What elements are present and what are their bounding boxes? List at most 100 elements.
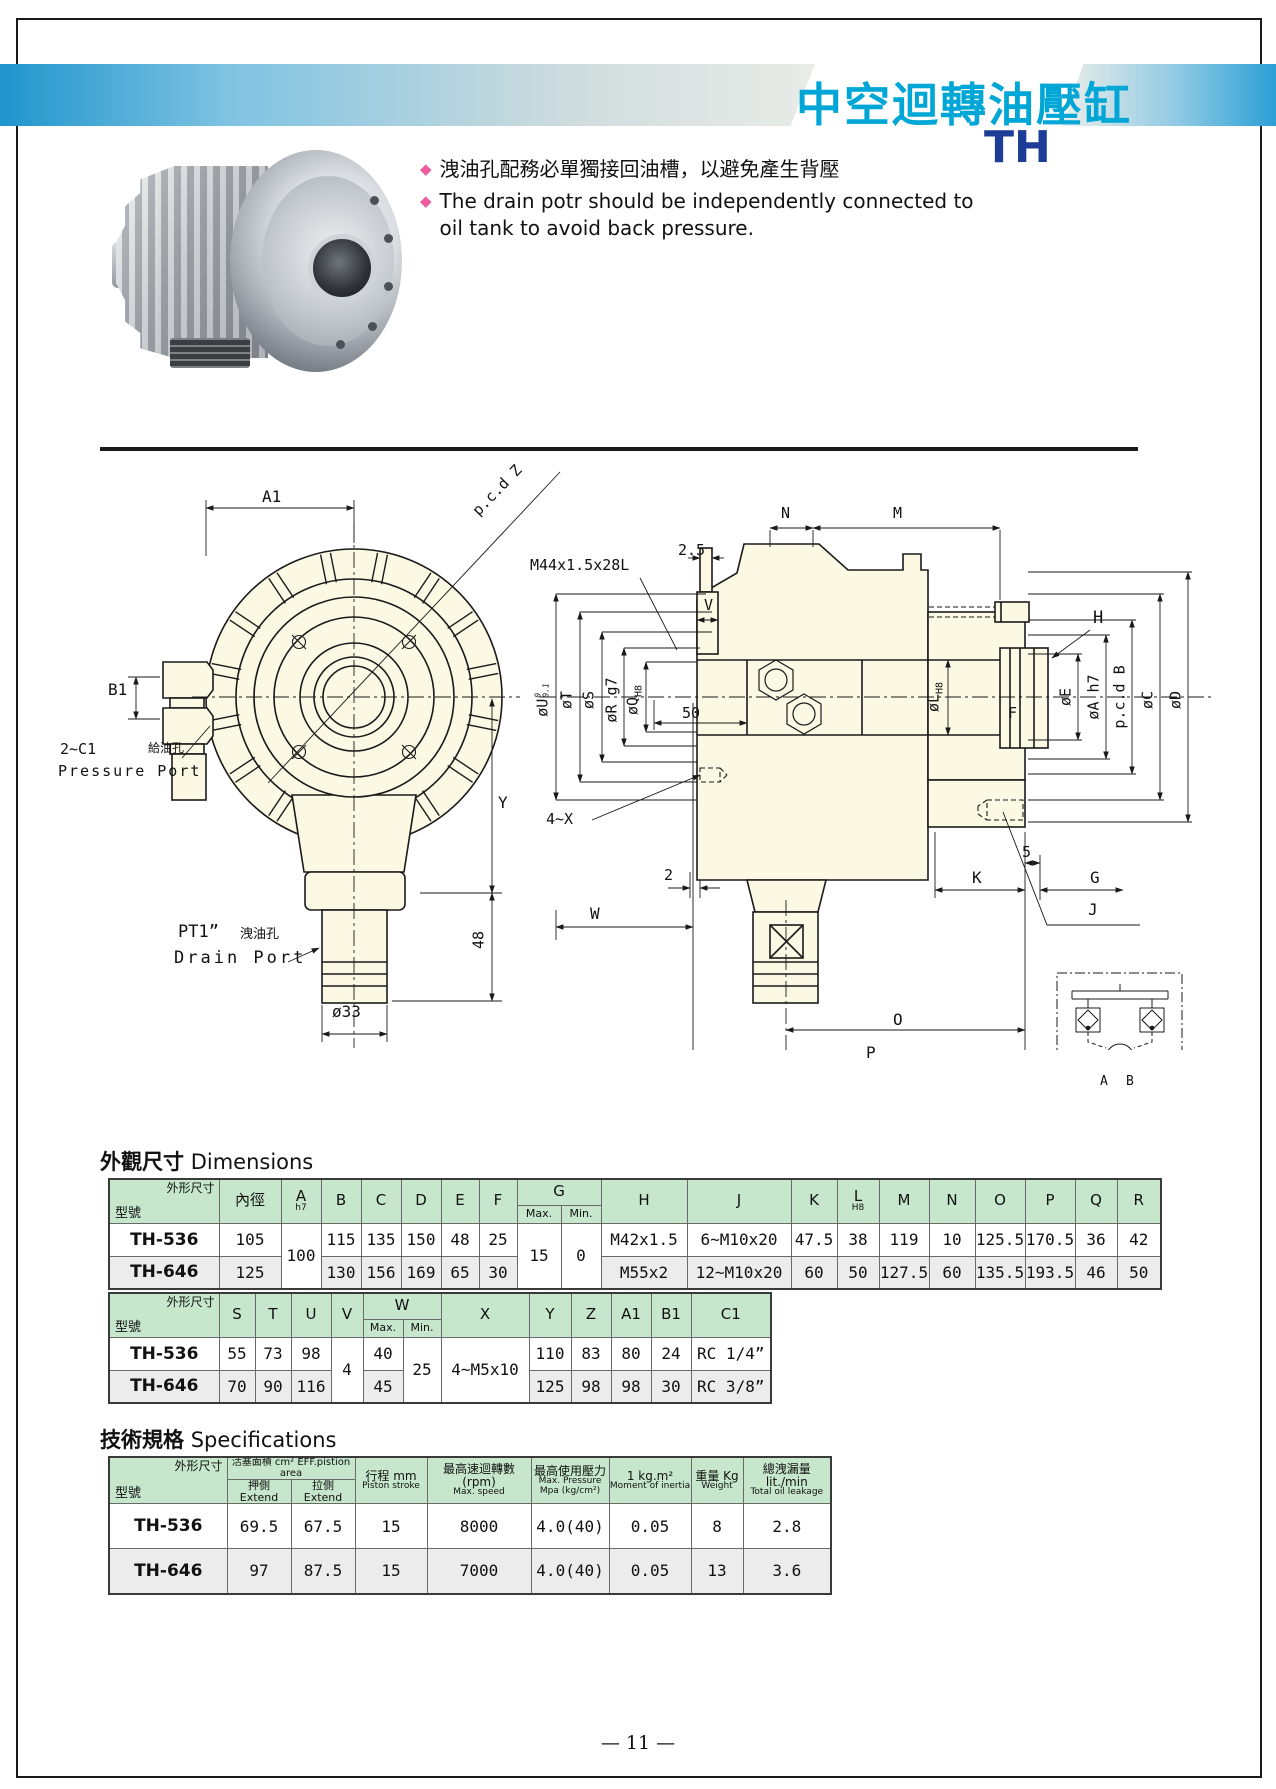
- dim-label-dia-s: øS: [579, 690, 598, 710]
- note-en: ◆ The drain potr should be independently…: [420, 188, 1000, 242]
- dim-label-2-5: 2.5: [678, 541, 706, 559]
- col-header-z: Z: [570, 1292, 612, 1338]
- dim-label-y: Y: [498, 793, 508, 812]
- col-header-piston-area: 活塞面積 cm² EFF.pistion area: [226, 1456, 356, 1480]
- col-header-w: W: [362, 1292, 442, 1320]
- header-band-left: [0, 64, 815, 126]
- col-header-b: B: [320, 1178, 362, 1224]
- col-header-k: K: [790, 1178, 838, 1224]
- col-header-retract: 拉側 Extend: [290, 1478, 356, 1505]
- col-header-g-max: Max.: [516, 1204, 562, 1224]
- col-header-e: E: [440, 1178, 480, 1224]
- col-header-speed: 最高速迴轉數 (rpm)Max. speed: [426, 1456, 532, 1505]
- dim-label-p: P: [866, 1043, 876, 1062]
- header-band: [0, 64, 1276, 126]
- col-header-m: M: [878, 1178, 930, 1224]
- dim-label-o: O: [893, 1010, 903, 1029]
- dim-label-dia-q: øQH8: [623, 684, 645, 716]
- dim-label-dia-d: øD: [1166, 690, 1185, 710]
- table-row: TH-536 69.5 67.5 15 8000 4.0(40) 0.05 8 …: [108, 1503, 832, 1550]
- table-row: TH-646 70 90 116 45 125 98 98 30 RC 3/8”: [108, 1369, 772, 1404]
- dim-label-2: 2: [664, 866, 674, 884]
- col-header-c: C: [360, 1178, 402, 1224]
- dim-label-w: W: [590, 904, 600, 923]
- photo-bolt-hole: [368, 322, 377, 331]
- table-row: TH-646 125 130 156 169 65 30 M55x2 12~M1…: [108, 1255, 1162, 1290]
- page-title: 中空迴轉油壓缸: [796, 78, 1132, 132]
- dim-label-thread: M44x1.5x28L: [530, 556, 630, 574]
- dim-label-a1: A1: [262, 487, 282, 506]
- col-header-b1: B1: [650, 1292, 692, 1338]
- col-header-q: Q: [1074, 1178, 1118, 1224]
- label-pressure-port-qty: 2~C1: [60, 740, 97, 758]
- table-corner-cell: 外形尺寸 型號: [108, 1178, 220, 1224]
- col-header-w-min: Min.: [402, 1318, 442, 1338]
- col-header-j: J: [686, 1178, 792, 1224]
- dim-label-dia-r: øR g7: [602, 677, 621, 723]
- col-header-n: N: [928, 1178, 976, 1224]
- col-header-s: S: [218, 1292, 256, 1338]
- table-row: TH-646 97 87.5 15 7000 4.0(40) 0.05 13 3…: [108, 1548, 832, 1595]
- photo-bolt-hole: [336, 340, 345, 349]
- note-zh: ◆ 洩油孔配務必單獨接回油槽，以避免產生背壓: [420, 156, 1040, 183]
- col-header-x: X: [440, 1292, 530, 1338]
- schematic-port-b: B: [1126, 1074, 1134, 1089]
- col-header-g: G: [516, 1178, 602, 1206]
- label-drain-port-size: PT1”: [178, 922, 219, 942]
- series-code: TH: [984, 122, 1051, 173]
- photo-bolt-hole: [370, 196, 379, 205]
- dim-label-50: 50: [682, 704, 701, 722]
- col-header-extend: 押側 Extend: [226, 1478, 292, 1505]
- col-header-h: H: [600, 1178, 688, 1224]
- col-header-a1: A1: [610, 1292, 652, 1338]
- dim-label-dia33: ø33: [332, 1002, 361, 1021]
- dim-label-f: F: [1008, 704, 1018, 722]
- page-border: [16, 18, 1262, 1778]
- col-header-r: R: [1116, 1178, 1162, 1224]
- dim-label-5: 5: [1022, 843, 1032, 861]
- col-header-p: P: [1024, 1178, 1076, 1224]
- page-number: — 11 —: [600, 1732, 676, 1754]
- col-header-g-min: Min.: [560, 1204, 602, 1224]
- col-header-y: Y: [528, 1292, 572, 1338]
- col-header-d: D: [400, 1178, 442, 1224]
- note-zh-text: 洩油孔配務必單獨接回油槽，以避免產生背壓: [439, 157, 840, 181]
- col-header-u: U: [290, 1292, 332, 1338]
- dim-label-dia-c: øC: [1138, 690, 1157, 710]
- diamond-bullet-icon: ◆: [420, 192, 432, 210]
- table-row: TH-536 105 100 115 135 150 48 25 15 0 M4…: [108, 1222, 1162, 1290]
- dim-label-dia-t: øT: [557, 690, 576, 710]
- specifications-title: 技術規格 Specifications: [100, 1428, 337, 1452]
- header-band-right: [1062, 64, 1276, 126]
- dim-label-48: 48: [469, 930, 488, 950]
- photo-name-plate: [170, 338, 250, 368]
- dim-label-k: K: [972, 868, 982, 887]
- col-header-w-max: Max.: [362, 1318, 404, 1338]
- dim-label-4x: 4~X: [546, 810, 574, 828]
- dim-label-dia-l: øLH8: [924, 681, 946, 713]
- photo-bolt-hole: [384, 282, 393, 291]
- dim-label-m: M: [893, 504, 903, 522]
- col-header-o: O: [974, 1178, 1026, 1224]
- col-header-bore: 內徑: [218, 1178, 282, 1224]
- photo-center-bore: [308, 234, 376, 302]
- label-pressure-port-zh: 給油孔: [148, 741, 185, 755]
- product-photo: [112, 140, 402, 388]
- col-header-f: F: [478, 1178, 518, 1224]
- dim-label-n: N: [781, 504, 791, 522]
- dim-label-g: G: [1090, 868, 1100, 887]
- note-en-text: The drain potr should be independently c…: [439, 189, 974, 240]
- table-row: TH-536 55 73 98 4 40 25 4~M5x10 110 83 8…: [108, 1336, 772, 1404]
- photo-bolt-hole: [384, 234, 393, 243]
- dim-label-b1: B1: [108, 680, 128, 699]
